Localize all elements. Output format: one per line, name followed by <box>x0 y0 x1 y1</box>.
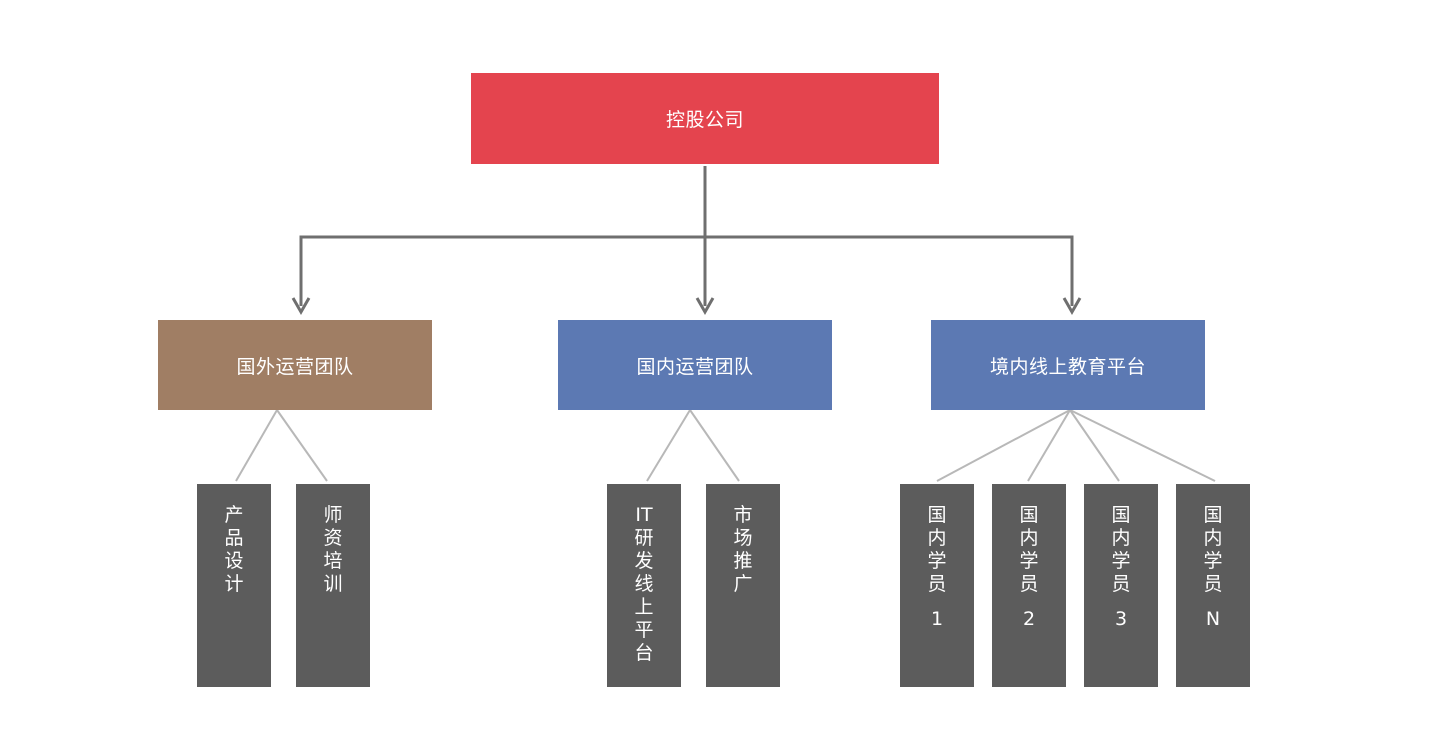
leaf-student-char: 内 <box>1203 527 1223 549</box>
leaf-market-promotion-char: 广 <box>733 573 753 595</box>
leaf-domestic-student-n: 国 内 学 员 N <box>1176 484 1250 687</box>
leaf-student-char: 国 <box>927 504 947 526</box>
node-domestic-team-label: 国内运营团队 <box>636 355 754 378</box>
node-online-platform-label: 境内线上教育平台 <box>989 355 1146 378</box>
leaf-domestic-student-1: 国 内 学 员 1 <box>900 484 974 687</box>
leaf-it-online-platform: IT 研 发 线 上 平 台 <box>607 484 681 687</box>
leaf-student-char: 员 <box>1019 573 1039 595</box>
leaf-product-design: 产 品 设 计 <box>197 484 271 687</box>
leaf-student-number: 1 <box>930 608 944 630</box>
leaf-market-promotion-char: 市 <box>733 504 753 526</box>
leaf-student-number: N <box>1205 608 1221 630</box>
leaf-product-design-char: 计 <box>224 573 244 595</box>
leaf-student-char: 国 <box>1019 504 1039 526</box>
arrowhead-domestic-icon <box>695 297 715 316</box>
link-online-student-3 <box>1069 409 1120 482</box>
leaf-it-platform-char: 线 <box>634 573 654 595</box>
leaf-product-design-char: 品 <box>224 527 244 549</box>
leaf-student-char: 员 <box>927 573 947 595</box>
leaf-student-number: 3 <box>1114 608 1128 630</box>
arrow-root-to-overseas <box>299 166 707 306</box>
leaf-domestic-student-3: 国 内 学 员 3 <box>1084 484 1158 687</box>
leaf-student-char: 学 <box>1203 550 1223 572</box>
link-domestic-it <box>646 409 691 482</box>
leaf-teacher-training: 师 资 培 训 <box>296 484 370 687</box>
leaf-it-platform-char: IT <box>635 504 653 526</box>
node-overseas-team: 国外运营团队 <box>158 320 432 410</box>
link-online-student-1 <box>936 409 1071 482</box>
leaf-connectors <box>235 409 1216 482</box>
root-arrow-connectors <box>291 166 1082 316</box>
arrow-root-to-online <box>705 235 1074 306</box>
arrowhead-online-icon <box>1062 297 1082 316</box>
leaf-it-platform-char: 台 <box>634 642 654 664</box>
leaf-teacher-training-char: 师 <box>323 504 343 526</box>
root-node-holding-company: 控股公司 <box>471 73 939 164</box>
node-overseas-team-label: 国外运营团队 <box>236 355 354 378</box>
root-node-label: 控股公司 <box>665 109 744 131</box>
arrowhead-overseas-icon <box>291 297 311 316</box>
node-online-platform: 境内线上教育平台 <box>931 320 1205 410</box>
leaf-it-platform-char: 上 <box>634 596 654 618</box>
leaf-product-design-char: 设 <box>224 550 244 572</box>
link-online-student-2 <box>1027 409 1071 482</box>
link-domestic-market <box>689 409 740 482</box>
leaf-student-char: 国 <box>1111 504 1131 526</box>
leaf-domestic-student-2: 国 内 学 员 2 <box>992 484 1066 687</box>
leaf-teacher-training-char: 资 <box>323 527 343 549</box>
leaf-student-number: 2 <box>1022 608 1036 630</box>
link-overseas-teacher <box>276 409 328 482</box>
leaf-student-char: 内 <box>1111 527 1131 549</box>
leaf-student-char: 内 <box>1019 527 1039 549</box>
leaf-it-platform-char: 发 <box>634 550 654 572</box>
leaf-student-char: 学 <box>1111 550 1131 572</box>
leaf-product-design-char: 产 <box>224 504 244 526</box>
leaf-market-promotion: 市 场 推 广 <box>706 484 780 687</box>
leaf-market-promotion-char: 场 <box>733 527 753 549</box>
leaf-student-char: 学 <box>1019 550 1039 572</box>
node-domestic-team: 国内运营团队 <box>558 320 832 410</box>
leaf-student-char: 员 <box>1111 573 1131 595</box>
leaf-market-promotion-char: 推 <box>733 550 753 572</box>
leaf-student-char: 员 <box>1203 573 1223 595</box>
leaf-student-char: 内 <box>927 527 947 549</box>
link-online-student-n <box>1069 409 1216 482</box>
leaf-teacher-training-char: 训 <box>323 573 343 595</box>
leaf-it-platform-char: 研 <box>634 527 654 549</box>
leaf-student-char: 国 <box>1203 504 1223 526</box>
leaf-it-platform-char: 平 <box>634 619 654 641</box>
leaf-student-char: 学 <box>927 550 947 572</box>
leaf-teacher-training-char: 培 <box>323 550 343 572</box>
link-overseas-product <box>235 409 278 482</box>
